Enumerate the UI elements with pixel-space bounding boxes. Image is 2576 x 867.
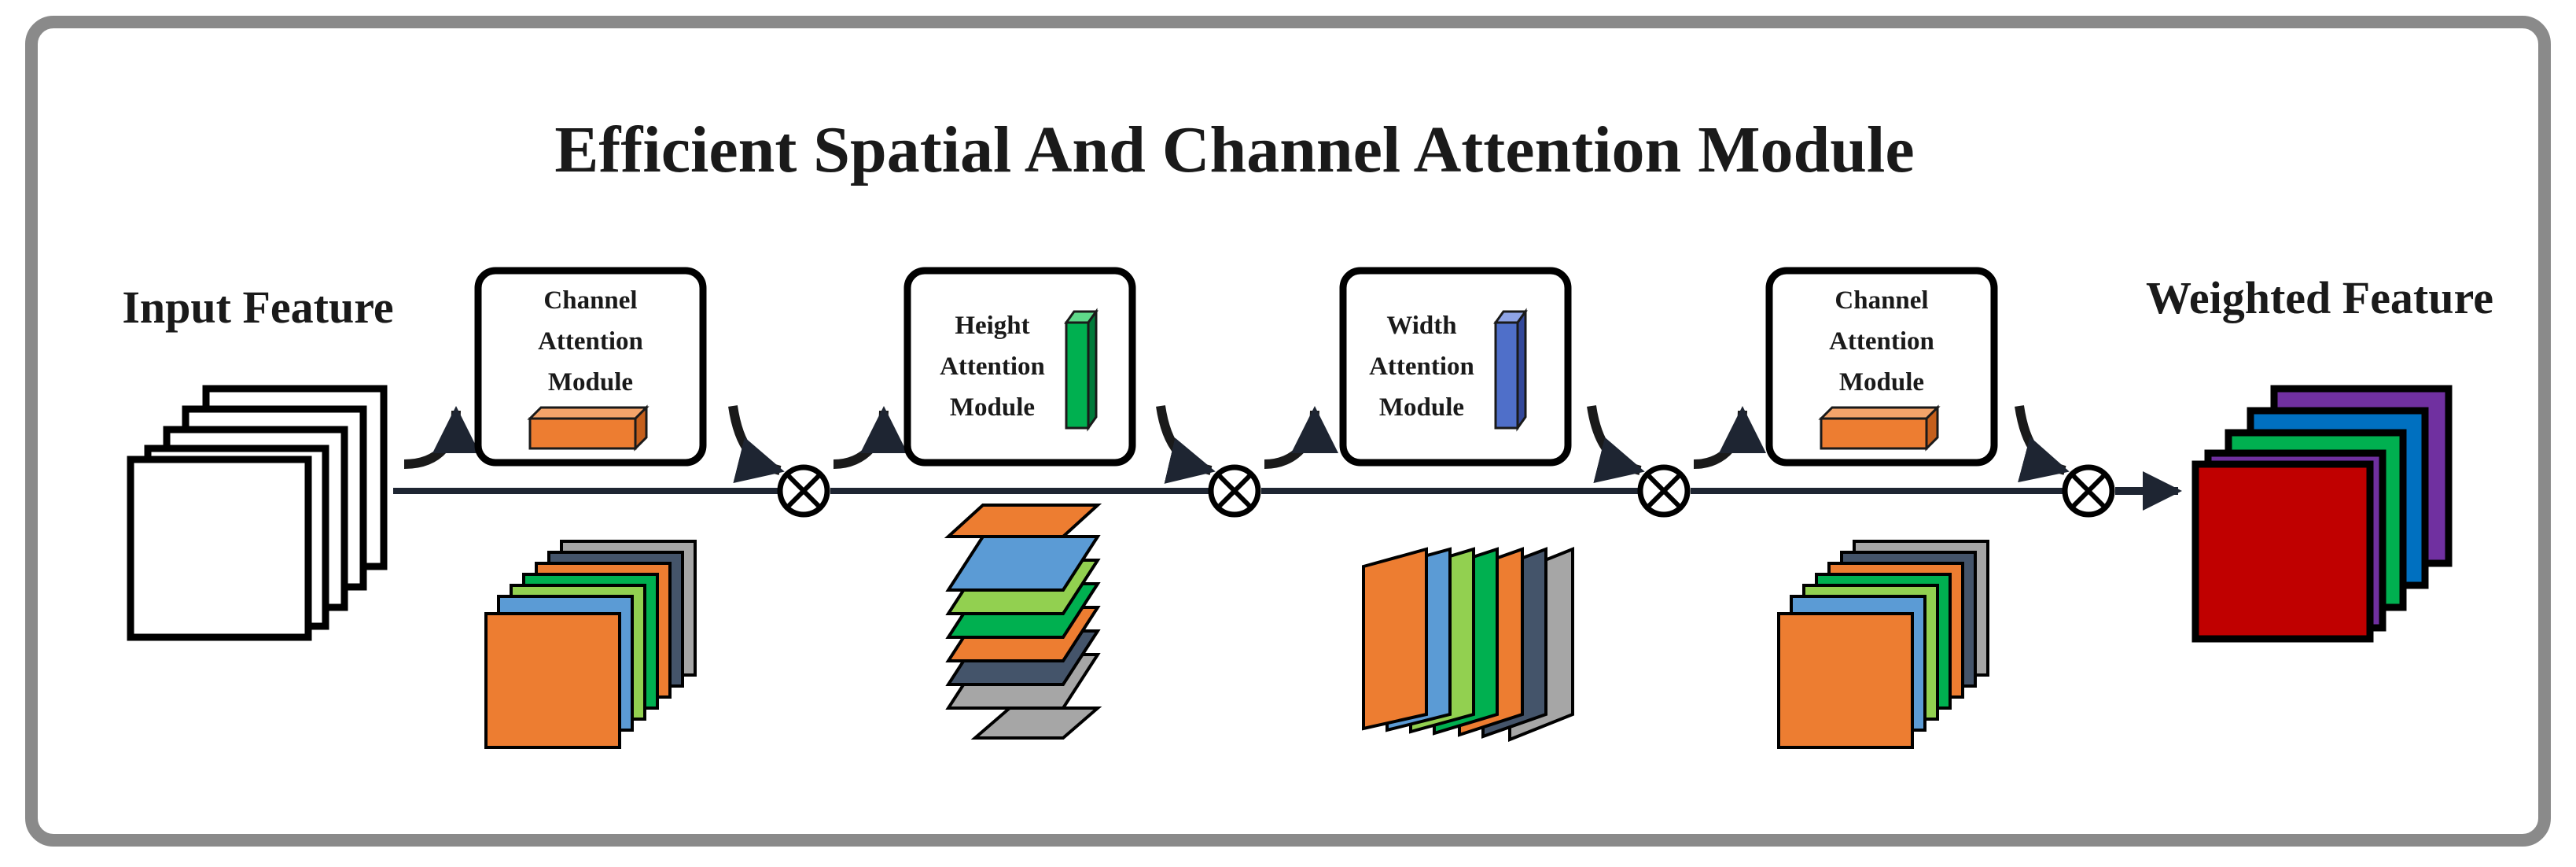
feature-slice	[945, 535, 1101, 592]
weighted-feature-label: Weighted Feature	[2146, 272, 2493, 323]
module-label-line: Height	[955, 312, 1029, 340]
element-wise-multiply-icon	[1208, 464, 1261, 518]
input-feature-label: Input Feature	[122, 282, 393, 333]
curved-arrow-out	[1587, 405, 1645, 483]
curved-arrow-out	[728, 405, 785, 483]
feature-slice	[970, 707, 1102, 740]
module-label-line: Module	[950, 393, 1035, 422]
width-weighted-stack	[1362, 547, 1574, 742]
feature-slice	[944, 504, 1102, 538]
height-attention-module: Height Attention Module	[903, 267, 1136, 467]
channel-attention-module-2: Channel Attention Module	[1765, 267, 1998, 467]
input-feature-stack	[127, 385, 388, 641]
curved-arrow-in	[403, 406, 480, 469]
curved-arrow-in	[1693, 406, 1766, 469]
orange-cuboid-icon	[527, 404, 650, 452]
module-label-line: Module	[548, 368, 633, 397]
channel-weighted-stack-1	[484, 540, 697, 749]
width-attention-module: Width Attention Module	[1339, 267, 1572, 467]
module-label-line: Attention	[1369, 352, 1474, 381]
element-wise-multiply-icon	[777, 464, 830, 518]
curved-arrows	[403, 405, 2070, 484]
feature-slice	[1362, 547, 1428, 731]
height-weighted-stack	[944, 504, 1102, 740]
module-label-line: Attention	[940, 352, 1045, 381]
diagram-title: Efficient Spatial And Channel Attention …	[554, 113, 1914, 186]
orange-cuboid-icon	[1818, 404, 1941, 452]
module-label-line: Module	[1839, 368, 1924, 397]
channel-attention-module-1: Channel Attention Module	[474, 267, 707, 467]
green-column-icon	[1064, 308, 1098, 432]
curved-arrow-out	[2015, 405, 2070, 483]
curved-arrow-in	[1264, 406, 1338, 469]
weighted-feature-stack	[2191, 385, 2453, 643]
output-feature-map	[2191, 460, 2374, 643]
module-label-line: Attention	[538, 327, 643, 356]
module-label-line: Module	[1379, 393, 1464, 422]
channel-weighted-stack-2	[1777, 540, 1989, 749]
feature-map	[484, 612, 621, 749]
curved-arrow-out	[1156, 405, 1216, 484]
module-label-line: Width	[1386, 312, 1456, 340]
input-feature-map	[127, 456, 312, 641]
module-label-line: Channel	[543, 286, 637, 315]
element-wise-multiply-icon	[2062, 464, 2115, 518]
curved-arrow-in	[833, 406, 907, 469]
module-label-line: Channel	[1834, 286, 1928, 315]
feature-map	[1777, 612, 1914, 749]
blue-column-icon	[1493, 308, 1528, 432]
module-label-line: Attention	[1829, 327, 1934, 356]
element-wise-multiply-icon	[1637, 464, 1691, 518]
